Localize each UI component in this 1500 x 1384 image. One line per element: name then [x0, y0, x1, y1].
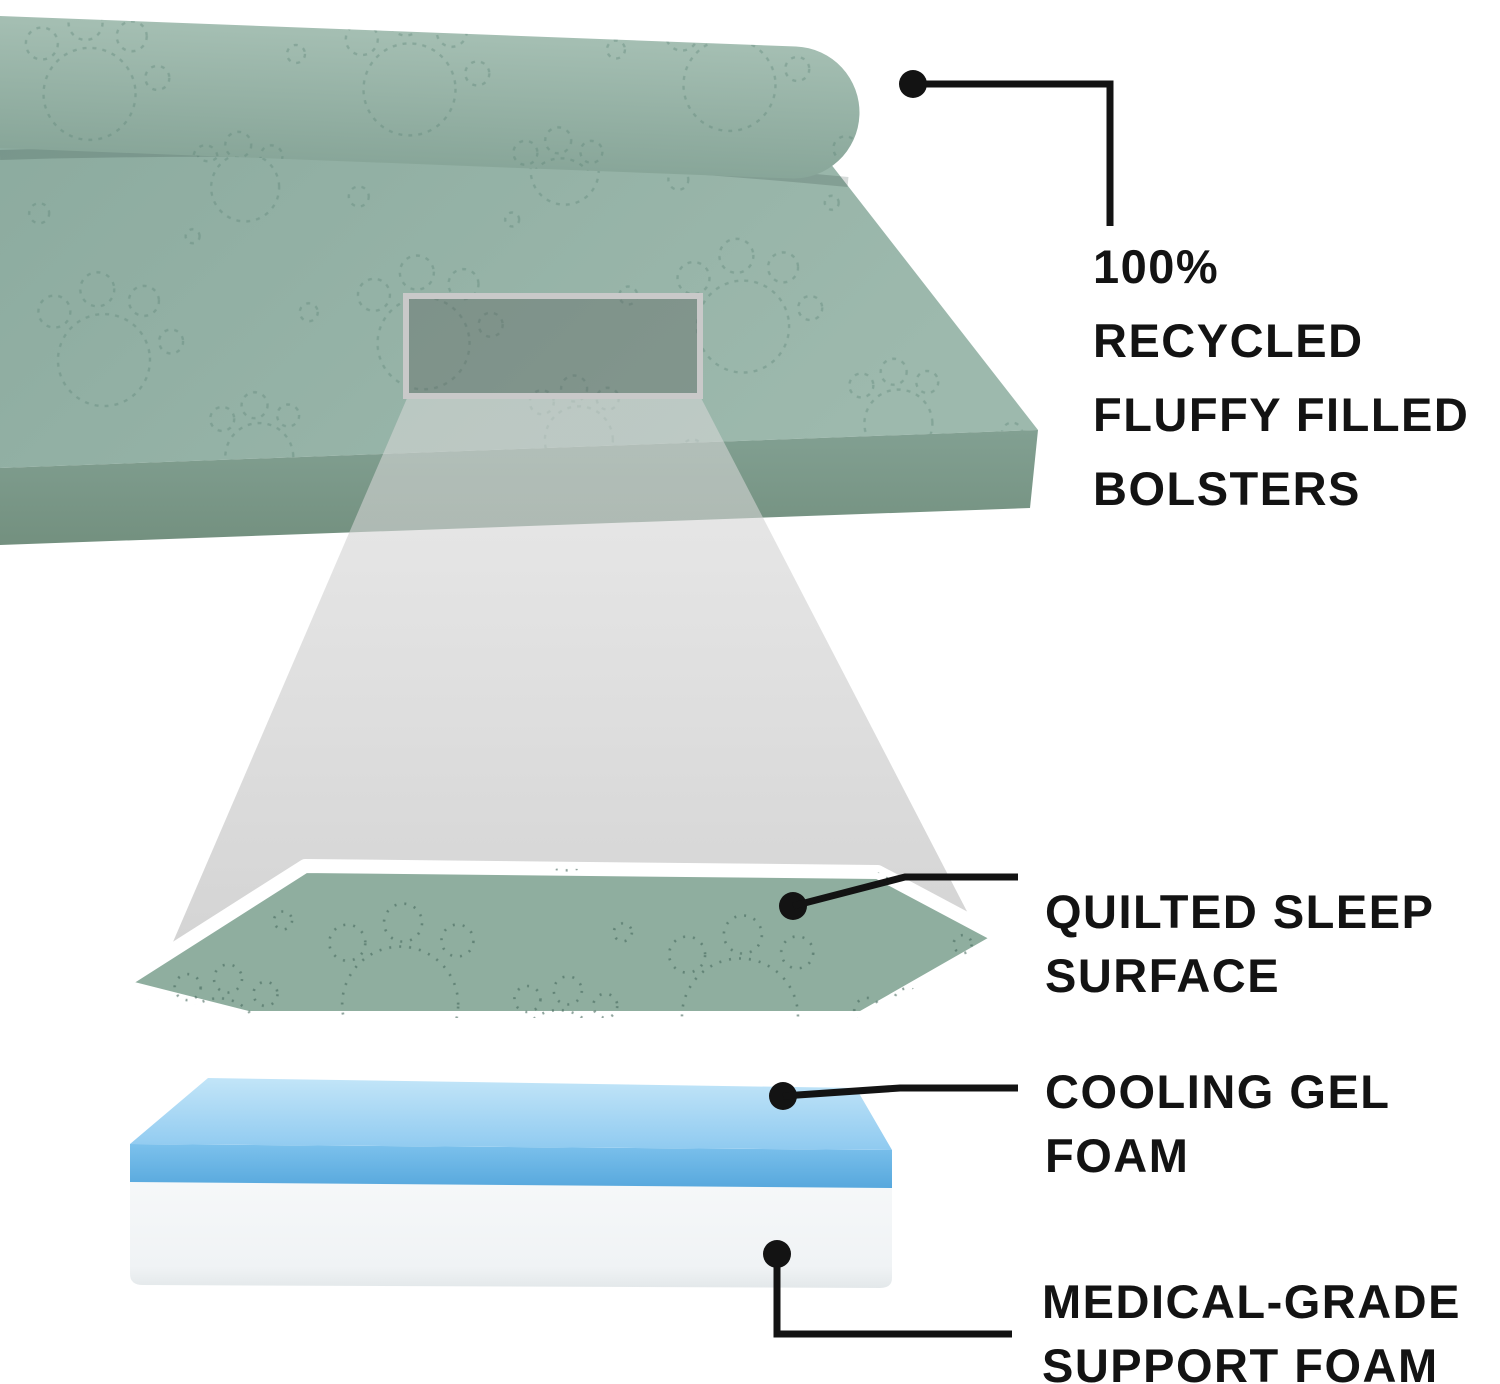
zoom-rect: [403, 293, 703, 399]
callout-line-cooling-gel: [782, 1084, 1018, 1100]
zoom-projection: [148, 293, 988, 1000]
gel-foam-top: [130, 1078, 892, 1150]
bed-bolster-quilting: [0, 15, 860, 179]
zoom-beam: [148, 396, 988, 1000]
callout-line-quilted-surface: [792, 873, 1018, 910]
callout-line-support-foam: [773, 1254, 1012, 1338]
medical-grade-support-foam-label: MEDICAL-GRADE SUPPORT FOAM: [1042, 1275, 1461, 1384]
cooling-gel-foam-label: COOLING GEL FOAM: [1045, 1065, 1391, 1182]
gel-foam-front: [130, 1144, 892, 1188]
pet-bed-illustration: [0, 15, 1038, 545]
callout-line-bolsters: [913, 80, 1114, 226]
callout-lines: [763, 70, 1114, 1338]
bolsters-label: 100% RECYCLED FLUFFY FILLED BOLSTERS: [1093, 240, 1470, 515]
foam-layers: [130, 1078, 892, 1288]
quilted-sleep-surface-label: QUILTED SLEEP SURFACE: [1045, 885, 1435, 1002]
